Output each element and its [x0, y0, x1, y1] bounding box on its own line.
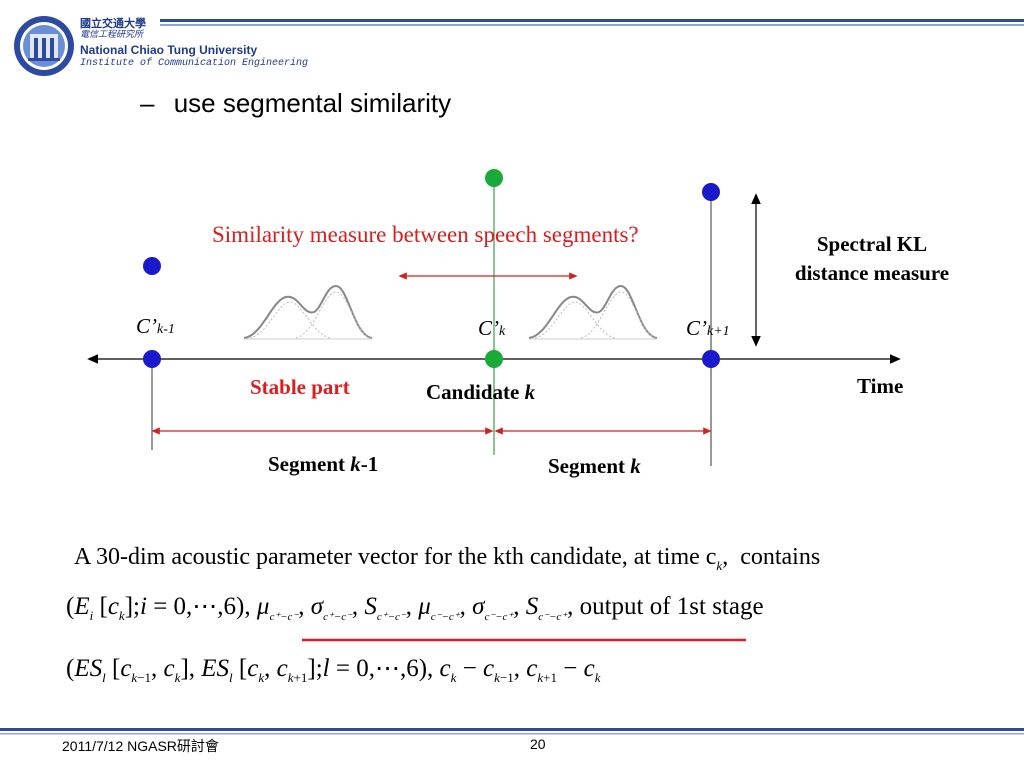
kl-label-line1: Spectral KL	[816, 232, 928, 256]
university-logo	[14, 16, 74, 76]
candidate-dot-top	[485, 169, 503, 187]
institute-name-cn: 電信工程研究所	[80, 30, 144, 40]
boundary-dot-right-top	[702, 183, 720, 201]
equation-line-1: A 30-dim acoustic parameter vector for t…	[74, 544, 821, 573]
kl-label: Spectral KL distance measure	[772, 234, 972, 284]
boundary-dot-left-top	[143, 257, 161, 275]
bullet-text: use segmental similarity	[173, 88, 452, 118]
gaussian-mixture-left	[243, 284, 373, 340]
similarity-question: Similarity measure between speech segmen…	[212, 222, 639, 247]
kl-label-line2: distance measure	[794, 261, 950, 285]
header-rule	[160, 19, 1024, 26]
bullet-dash: –	[140, 88, 155, 118]
candidate-boundary-label: C’k	[478, 316, 506, 340]
equation-line-2: (Ei [ck];i = 0,⋯,6), μc⁺−c⁻, σc⁺−c⁻, Sc⁺…	[66, 593, 764, 623]
university-name-en: National Chiao Tung University	[80, 43, 258, 57]
university-name-cn: 國立交通大學	[80, 17, 146, 30]
segment-left-label: Segment k-1	[268, 452, 379, 476]
gaussian-mixture-right	[528, 284, 658, 340]
candidate-dot-axis	[485, 350, 503, 368]
segment-right-label: Segment k	[548, 454, 641, 478]
institute-name-en: Institute of Communication Engineering	[80, 58, 309, 69]
boundary-dot-right-axis	[702, 350, 720, 368]
candidate-label: Candidate k	[426, 380, 536, 404]
boundary-dot-left-axis	[143, 350, 161, 368]
page-number: 20	[530, 736, 546, 752]
time-label: Time	[857, 374, 904, 398]
boundary-label-right: C’k+1	[686, 316, 730, 340]
footer-rule-thin	[0, 733, 1024, 735]
stable-part-label: Stable part	[250, 375, 350, 399]
footer-date: 2011/7/12 NGASR研討會	[62, 738, 219, 754]
footer-rule	[0, 728, 1024, 731]
equation-line-3: (ESl [ck−1, ck], ESl [ck, ck+1];l = 0,⋯,…	[66, 655, 601, 685]
bullet-line: – use segmental similarity	[140, 88, 451, 119]
boundary-label-left: C’k-1	[136, 314, 175, 338]
